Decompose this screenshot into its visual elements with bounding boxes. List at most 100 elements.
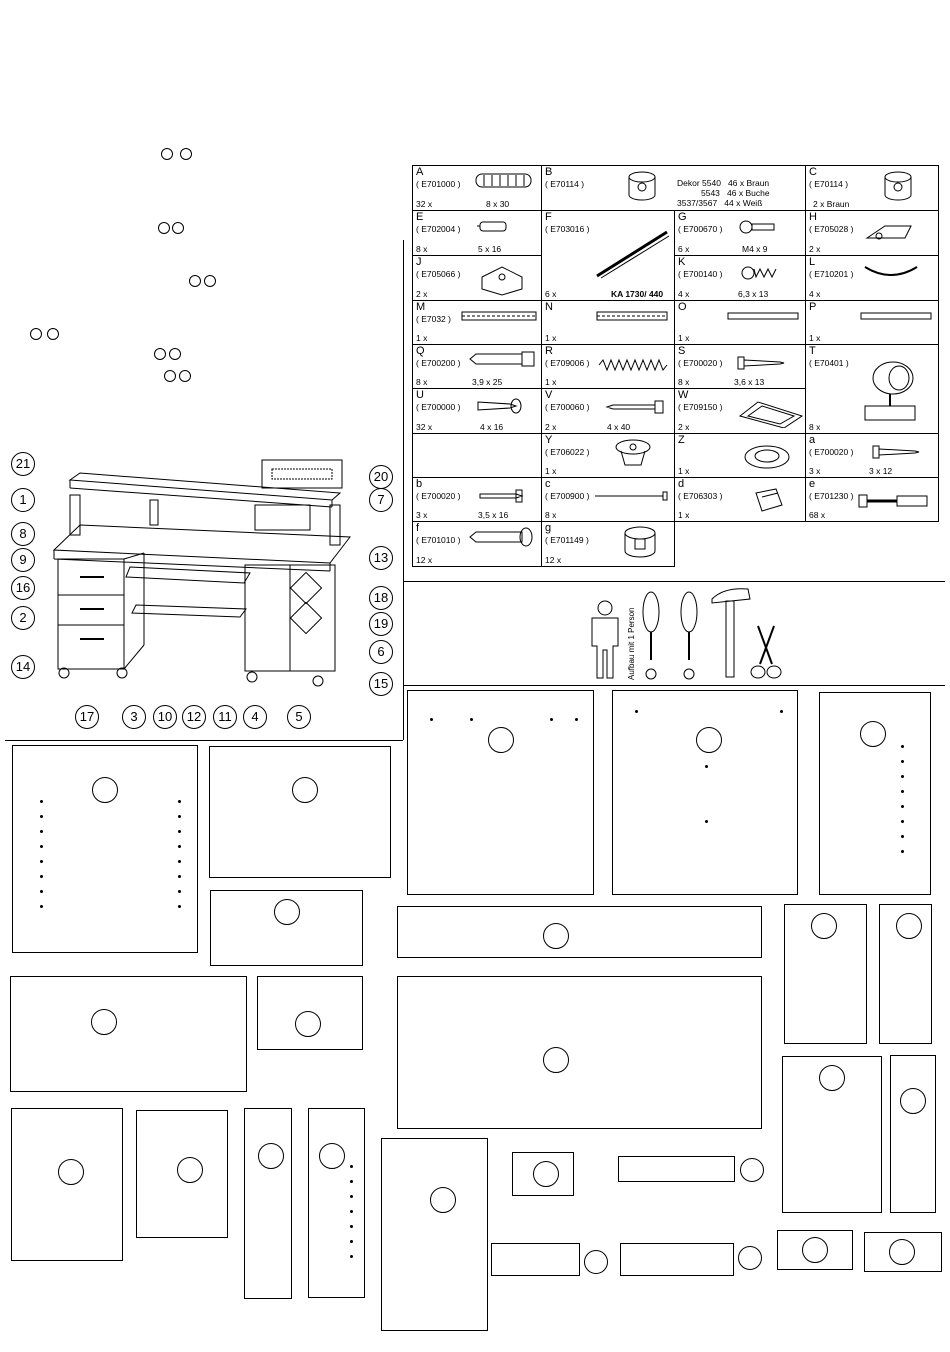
callout-8: 8 [11, 522, 35, 546]
hw-cell-G: G ( E700670 ) 6 x M4 x 9 [674, 210, 806, 256]
callout-15: 15 [369, 672, 393, 696]
tools-note: Aufbau mit 1 Person [627, 607, 636, 680]
panel [10, 976, 247, 1092]
grommet-icon [744, 445, 790, 469]
callout-19: 19 [369, 612, 393, 636]
callout-3: 3 [122, 705, 146, 729]
screw-icon [605, 400, 664, 414]
hw-cell-J: J ( E705066 ) 2 x [412, 255, 542, 301]
panel [784, 904, 867, 1044]
screw-icon [741, 266, 777, 280]
hw-cell-P: P 1 x [805, 300, 939, 345]
panel [381, 1138, 488, 1331]
hw-cell-b: b ( E700020 ) 3 x 3,5 x 16 [412, 477, 542, 522]
callout-10: 10 [153, 705, 177, 729]
panel [864, 1232, 942, 1272]
hw-cell-V: V ( E700060 ) 2 x 4 x 40 [541, 388, 675, 434]
screw-icon [477, 398, 522, 414]
slide-rail-icon [727, 312, 799, 320]
hw-cell-A: A ( E701000 ) 32 x 8 x 30 [412, 165, 542, 211]
scissors-icon [750, 625, 782, 679]
plug-icon [469, 527, 533, 547]
hw-cell-c: c ( E700900 ) 8 x [541, 477, 675, 522]
panel [257, 976, 363, 1050]
panel [819, 692, 931, 895]
hw-cell-a: a ( E700020 ) 3 x 3 x 12 [805, 433, 939, 478]
hammer-icon [711, 588, 751, 678]
person-icon [591, 600, 619, 679]
hw-cell-W: W ( E709150 ) 2 x [674, 388, 806, 434]
hw-cell-H: H ( E705028 ) 2 x [805, 210, 939, 256]
panel [12, 745, 198, 953]
hw-cell-N: N 1 x [541, 300, 675, 345]
hw-cell-g: g ( E701149 ) 12 x [541, 521, 675, 567]
bracket-icon [481, 266, 523, 296]
panel [407, 690, 594, 895]
screw-icon [872, 445, 920, 459]
hw-cell-e: e ( E701230 ) 68 x [805, 477, 939, 522]
callout-9: 9 [11, 548, 35, 572]
hw-cell-L: L ( E710201 ) 4 x [805, 255, 939, 301]
panel [777, 1230, 853, 1270]
callout-21: 21 [11, 452, 35, 476]
caster-wheel-icon [864, 361, 916, 421]
hw-cell-C: C ( E70114 ) 2 x Braun [805, 165, 939, 211]
panel [397, 906, 762, 958]
nail-icon [595, 491, 668, 501]
hw-empty [806, 522, 939, 567]
screw-icon [737, 356, 785, 370]
panel [209, 746, 391, 878]
anchor-screw-icon [469, 351, 535, 367]
connector-bolt-icon [858, 494, 928, 508]
handle-icon [864, 266, 918, 276]
panel [879, 904, 932, 1044]
hw-cell-O: O 1 x [674, 300, 806, 345]
drawer-rail-icon [596, 230, 670, 279]
panel [620, 1243, 734, 1276]
panel [491, 1243, 580, 1276]
screwdriver-cross-icon [680, 591, 698, 680]
hw-cell-E: E ( E702004 ) 8 x 5 x 16 [412, 210, 542, 256]
divider-left-bottom [5, 740, 403, 741]
hinge-icon [865, 225, 912, 240]
divider-under-tools [403, 685, 945, 686]
panel [890, 1055, 936, 1213]
callout-11: 11 [213, 705, 237, 729]
hw-cell-K: K ( E700140 ) 4 x 6,3 x 13 [674, 255, 806, 301]
callout-5: 5 [287, 705, 311, 729]
bolt-icon [739, 220, 775, 234]
callout-6: 6 [369, 640, 393, 664]
hw-cell-Q: Q ( E700200 ) 8 x 3,9 x 25 [412, 344, 542, 389]
panel [210, 890, 363, 966]
callout-14: 14 [11, 655, 35, 679]
callout-2: 2 [11, 606, 35, 630]
hw-cell-B: B ( E70114 ) Dekor 5540 46 x Braun 5543 … [541, 165, 806, 211]
hw-cell-T: T ( E70401 ) 8 x [805, 344, 939, 434]
hw-cell-Z: Z 1 x [674, 433, 806, 478]
callout-18: 18 [369, 586, 393, 610]
slide-rail-icon [461, 311, 537, 321]
callout-12: 12 [182, 705, 206, 729]
hw-cell-U: U ( E700000 ) 32 x 4 x 16 [412, 388, 542, 434]
cam-lock-icon [628, 171, 656, 201]
hardware-table: A ( E701000 ) 32 x 8 x 30 B ( E70114 ) D… [412, 165, 939, 567]
clip-icon [755, 488, 783, 512]
hw-cell-blank [412, 433, 542, 478]
screw-icon [479, 489, 524, 503]
panel [397, 976, 762, 1129]
panel [782, 1056, 882, 1213]
hw-empty [675, 522, 806, 567]
callout-1: 1 [11, 488, 35, 512]
hw-cell-S: S ( E700020 ) 8 x 3,6 x 13 [674, 344, 806, 389]
spring-icon [598, 358, 668, 372]
panel [11, 1108, 123, 1261]
divider-vertical [403, 240, 404, 740]
hw-cell-Y: Y ( E706022 ) 1 x [541, 433, 675, 478]
callout-7: 7 [369, 488, 393, 512]
dowel-icon [475, 173, 532, 188]
connector-icon [615, 439, 651, 466]
callout-4: 4 [243, 705, 267, 729]
callout-16: 16 [11, 576, 35, 600]
cam-lock-icon [884, 171, 912, 201]
panel [512, 1152, 574, 1196]
